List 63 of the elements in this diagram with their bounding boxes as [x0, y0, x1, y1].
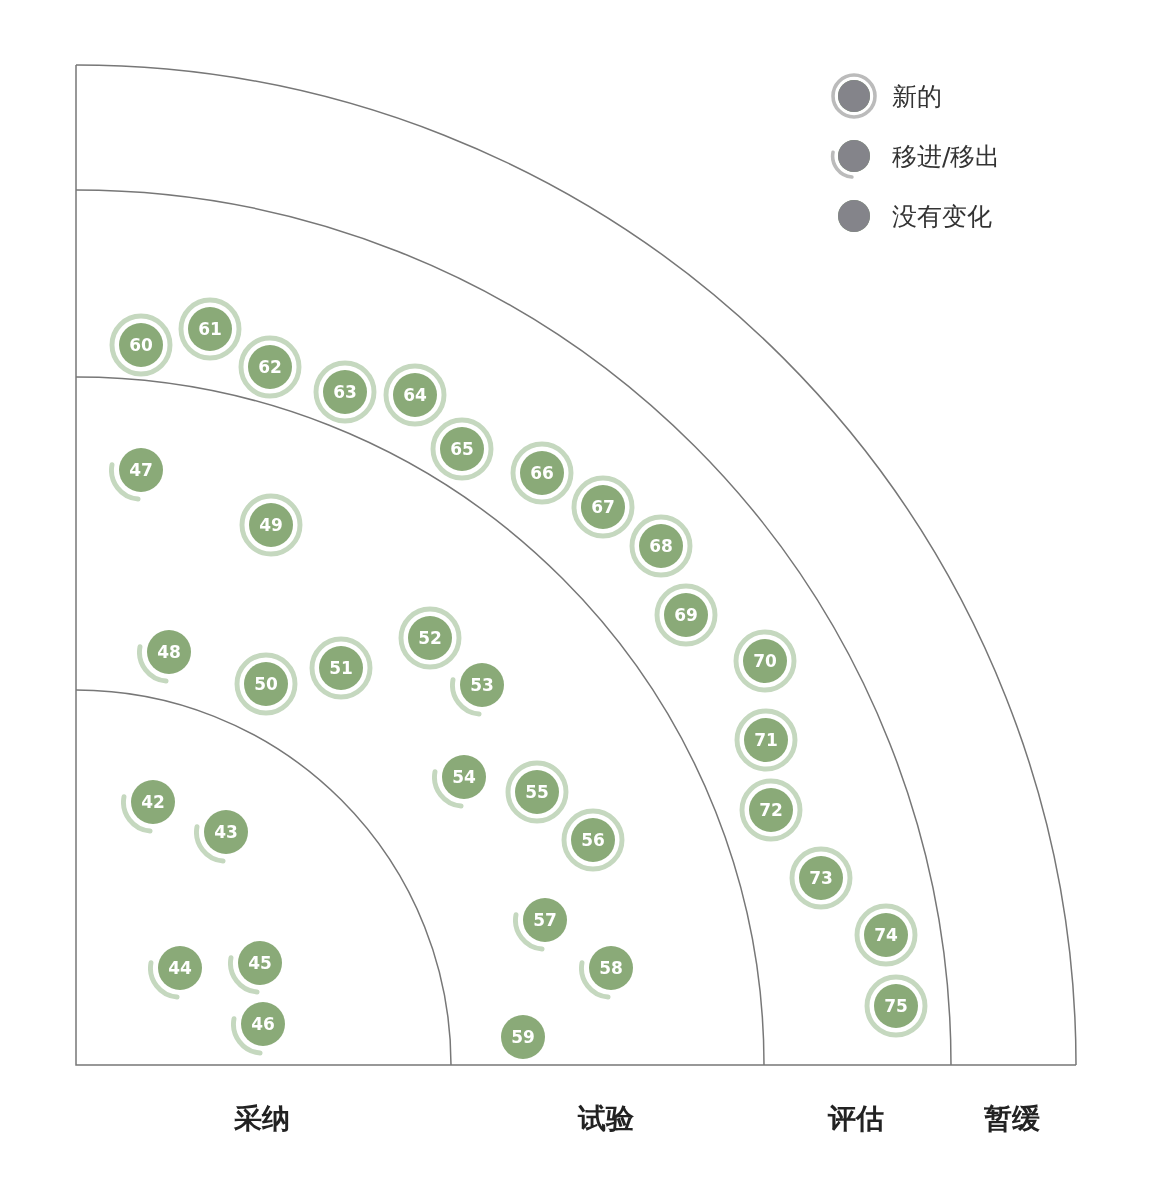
blip-marker	[178, 297, 242, 361]
blip-marker	[629, 514, 693, 578]
blip-number: 70	[753, 651, 777, 671]
blip-marker	[309, 636, 373, 700]
legend-label: 新的	[892, 80, 942, 113]
blip-number: 58	[599, 958, 623, 978]
blip-number: 75	[884, 996, 908, 1016]
blip-number: 44	[168, 958, 192, 978]
blip-number: 54	[452, 767, 476, 787]
blip-marker	[383, 363, 447, 427]
blip-number: 62	[258, 357, 282, 377]
blip-marker	[561, 808, 625, 872]
blip-number: 73	[809, 868, 833, 888]
blip-number: 59	[511, 1027, 535, 1047]
blip-marker	[510, 441, 574, 505]
blip-number: 55	[525, 782, 549, 802]
blip-number: 43	[214, 822, 238, 842]
blip-number: 47	[129, 460, 153, 480]
blip-marker	[109, 313, 173, 377]
blip-number: 72	[759, 800, 783, 820]
blip-number: 60	[129, 335, 153, 355]
blip-marker	[238, 335, 302, 399]
blip-number: 53	[470, 675, 494, 695]
blip-number: 45	[248, 953, 272, 973]
blip-number: 46	[251, 1014, 275, 1034]
blip-marker	[789, 846, 853, 910]
ring-name: 试验	[578, 1101, 634, 1137]
blip-marker	[398, 606, 462, 670]
blip-number: 61	[198, 319, 222, 339]
blip-number: 52	[418, 628, 442, 648]
blip-number: 64	[403, 385, 427, 405]
blip-number: 69	[674, 605, 698, 625]
blip-marker	[864, 974, 928, 1038]
blip-number: 71	[754, 730, 778, 750]
blip-number: 51	[329, 658, 353, 678]
blip-marker	[239, 493, 303, 557]
blip-number: 63	[333, 382, 357, 402]
blip-number: 66	[530, 463, 554, 483]
legend-label: 没有变化	[892, 200, 992, 233]
ring-name: 暂缓	[984, 1101, 1040, 1137]
blip-number: 74	[874, 925, 898, 945]
blip-marker	[854, 903, 918, 967]
blip-number: 68	[649, 536, 673, 556]
blip-number: 65	[450, 439, 474, 459]
blip-number: 49	[259, 515, 283, 535]
blip-marker	[733, 629, 797, 693]
blip-marker	[430, 417, 494, 481]
blip-marker	[234, 652, 298, 716]
blip-marker	[654, 583, 718, 647]
ring-name: 采纳	[234, 1101, 290, 1137]
blip-number: 56	[581, 830, 605, 850]
blip-marker	[313, 360, 377, 424]
blip-number: 67	[591, 497, 615, 517]
blip-number: 42	[141, 792, 165, 812]
blip-number: 57	[533, 910, 557, 930]
blip-marker	[505, 760, 569, 824]
blip-number: 48	[157, 642, 181, 662]
blip-marker	[734, 708, 798, 772]
legend-label: 移进/移出	[892, 140, 1001, 173]
blip-marker	[571, 475, 635, 539]
blip-marker	[739, 778, 803, 842]
blip-number: 50	[254, 674, 278, 694]
ring-name: 评估	[828, 1101, 884, 1137]
